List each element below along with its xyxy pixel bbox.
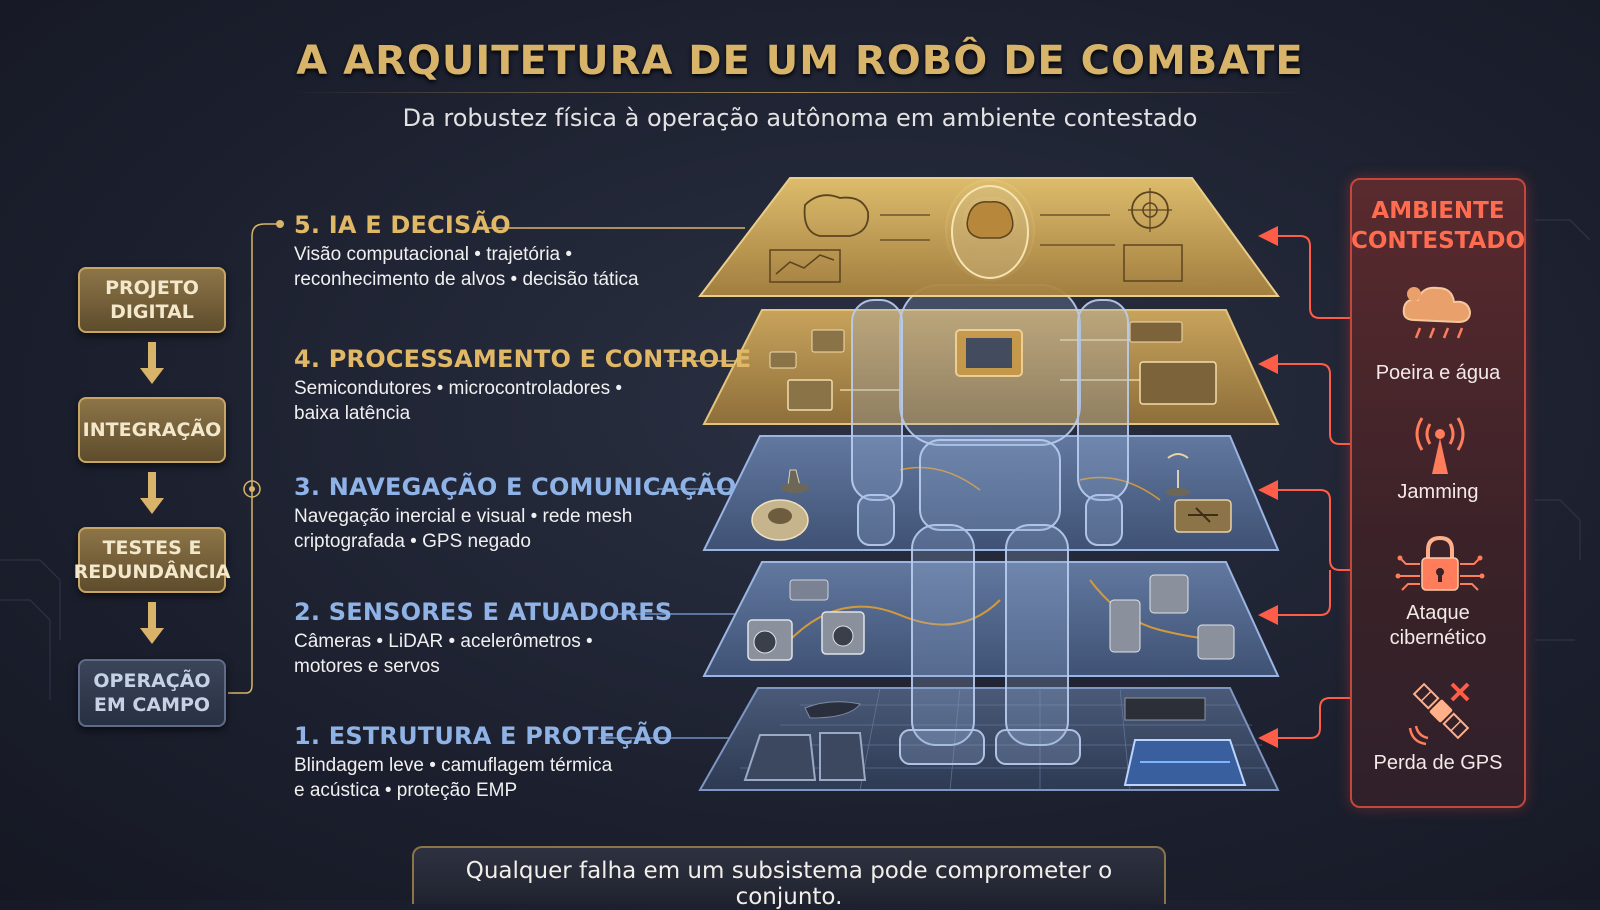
arrow-down-icon xyxy=(140,342,164,384)
layer-1-title: 1. ESTRUTURA E PROTEÇÃO xyxy=(294,722,673,750)
layer-1-description: Blindagem leve • camuflagem térmica e ac… xyxy=(294,755,613,801)
satellite-icon xyxy=(1408,682,1470,746)
process-step-operacao-campo: OPERAÇÃO EM CAMPO xyxy=(78,659,226,727)
lidar-sensor-icon xyxy=(789,579,829,601)
leader-lines xyxy=(484,227,750,739)
robot-figure xyxy=(851,179,1129,765)
threat-label-jamming: Jamming xyxy=(1397,481,1479,503)
layer-5-title: 5. IA E DECISÃO xyxy=(294,211,511,239)
circuit-decoration xyxy=(0,219,1591,700)
process-step-testes-redundancia: TESTES E REDUNDÂNCIA xyxy=(74,527,230,593)
footer-banner xyxy=(412,846,1166,904)
processor-board-icon xyxy=(1139,361,1217,405)
layer-5-description: Visão computacional • trajetória • recon… xyxy=(294,244,639,290)
threat-arrows xyxy=(1258,226,1410,748)
thermal-mesh-icon xyxy=(1124,697,1206,721)
layer-3-description: Navegação inercial e visual • rede mesh … xyxy=(294,506,633,552)
threat-label-gps: Perda de GPS xyxy=(1373,752,1503,774)
layer-4-description: Semicondutores • microcontroladores • ba… xyxy=(294,378,623,424)
page-title: A ARQUITETURA DE UM ROBÔ DE COMBATE xyxy=(296,38,1304,84)
process-bracket xyxy=(228,223,278,694)
layer-plate-5 xyxy=(697,177,1280,297)
layer-plate-1 xyxy=(698,687,1280,791)
page-subtitle: Da robustez física à operação autônoma e… xyxy=(402,104,1198,132)
arrow-down-icon xyxy=(140,472,164,514)
threat-label-cyber: Ataque cibernético xyxy=(1389,602,1487,649)
robot-left-arm xyxy=(851,299,903,501)
robot-left-leg xyxy=(911,524,975,746)
layer-3-title: 3. NAVEGAÇÃO E COMUNICAÇÃO xyxy=(294,473,737,501)
chart-panel-icon xyxy=(769,249,841,283)
environment-title: AMBIENTE CONTESTADO xyxy=(1351,198,1525,254)
footer-text: Qualquer falha em um subsistema pode com… xyxy=(465,858,1113,910)
layer-2-description: Câmeras • LiDAR • acelerômetros • motore… xyxy=(294,631,593,677)
dust-rain-cloud-icon xyxy=(1402,286,1472,339)
armor-plate-icon xyxy=(743,734,817,781)
arrow-down-icon xyxy=(140,602,164,644)
servo-motor-icon xyxy=(1149,574,1189,614)
microcontroller-icon xyxy=(787,379,833,411)
bracket-top-node xyxy=(276,220,284,228)
layer-4-title: 4. PROCESSAMENTO E CONTROLE xyxy=(294,345,752,373)
title-divider xyxy=(290,92,1310,93)
threat-label-dust: Poeira e água xyxy=(1375,362,1501,384)
layer-plate-2 xyxy=(702,561,1280,677)
robot-right-arm xyxy=(1077,299,1129,501)
bracket-mid-node xyxy=(243,480,261,498)
robot-right-leg xyxy=(1005,524,1069,746)
tactical-map-icon xyxy=(1123,244,1183,282)
padlock-circuit-icon xyxy=(1395,535,1485,591)
process-step-integracao: INTEGRAÇÃO xyxy=(78,397,226,463)
signal-tower-icon xyxy=(1415,417,1465,474)
layer-2-title: 2. SENSORES E ATUADORES xyxy=(294,598,673,626)
brain-outline-icon xyxy=(803,194,870,237)
robot-pelvis xyxy=(919,439,1061,531)
layer-plate-3 xyxy=(702,435,1280,551)
process-step-projeto-digital: PROJETO DIGITAL xyxy=(78,267,226,333)
